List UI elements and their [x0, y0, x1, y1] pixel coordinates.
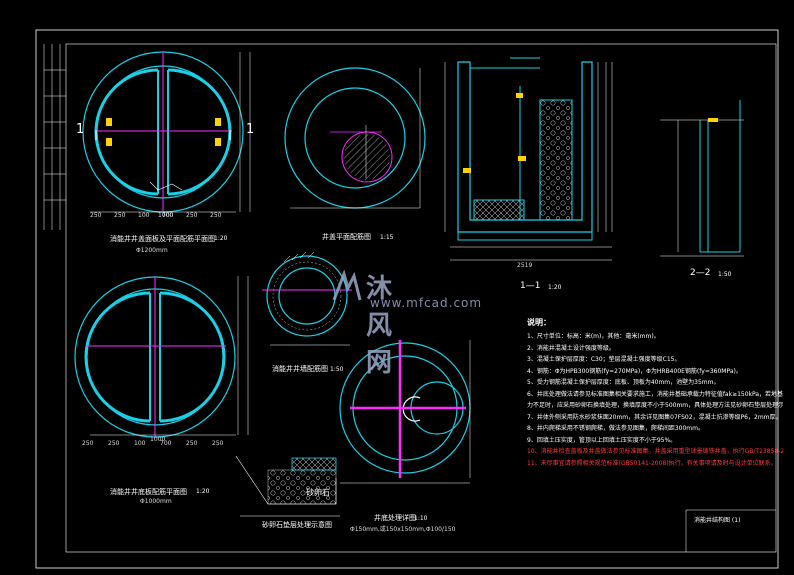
plan3-dim: 250: [82, 440, 94, 447]
plan4-scale: 1:50: [330, 366, 344, 373]
plan3-dim-total: 1000: [150, 436, 166, 443]
plan4-title: 消能井井墙配筋图: [272, 365, 328, 373]
plan1-title: 消能井井盖面板及平面配筋平面图: [110, 235, 215, 243]
outer-frame: [35, 29, 779, 569]
gravel-label: 砂卵石: [306, 488, 330, 497]
plan3-dim: 250: [212, 440, 224, 447]
plan-bottom-reinforcement: [74, 276, 249, 438]
design-notes: 说明： 1、尺寸单位：标高：米(m)，其他：毫米(mm)。 2、消能井混凝土设计强…: [527, 317, 783, 469]
plan1-dim: 250: [114, 212, 126, 219]
note-item: 5、受力钢筋混凝土保护层厚度：底板、顶板为40mm，池壁为35mm。: [527, 379, 720, 386]
note-item: 力不足时，应采用砂卵石换填处理，换填厚度不小于500mm，具体处理方法见砂卵石垫…: [527, 402, 783, 409]
note-item: 1、尺寸单位：标高：米(m)，其他：毫米(mm)。: [527, 333, 660, 340]
note-item: 4、钢筋：Φ为HPB300钢筋(fy=270MPa)，Φ为HRB400E钢筋(f…: [527, 367, 742, 375]
note-item: 10、消能井检查盖板及井盖做法参见标准图集，井盖采用重型球墨铸铁井盖，执行GB/…: [527, 448, 783, 455]
plan3-dim: 700: [160, 440, 172, 447]
note-item: 8、井内爬梯采用不锈钢爬梯，做法参见图集，爬梯间距300mm。: [527, 425, 704, 432]
plan-bottom-detail: [339, 340, 471, 484]
notes-list: 1、尺寸单位：标高：米(m)，其他：毫米(mm)。 2、消能井混凝土设计强度等级。…: [527, 331, 783, 469]
note-item: 7、井体外侧采用防水砂浆抹面20mm，其余详见图集07FS02，混凝土抗渗等级P…: [527, 413, 782, 421]
watermark-text: 沐风网: [366, 274, 395, 378]
plan3-title: 消能井井底板配筋平面图: [110, 488, 187, 496]
section-mark-right: 1: [246, 122, 255, 137]
note-item: 3、混凝土保护层厚度：C30；垫层混凝土强度等级C15。: [527, 356, 681, 363]
section-2-2-label: 2—2: [690, 268, 711, 278]
plan1-dim: 100: [138, 212, 150, 219]
plan1-dim: 250: [186, 212, 198, 219]
section-1-1-label: 1—1: [520, 281, 541, 291]
plan1-dim: 250: [90, 212, 102, 219]
plan5-title: 井底处理详图: [374, 514, 416, 522]
section-1-1-scale: 1:20: [548, 284, 562, 291]
title-block-text: 消能井结构图 (1): [694, 517, 741, 524]
plan5-scale: 1:10: [414, 515, 428, 522]
section-2-2-scale: 1:50: [718, 271, 732, 278]
plan3-subtitle: Φ1000mm: [140, 498, 172, 505]
binding-strip: [43, 44, 66, 230]
section-dim-mid: 2519: [517, 262, 533, 269]
plan5-subtitle: Φ150mm,或150x150mm,Φ100/150: [350, 526, 456, 533]
plan1-dim-total: 1000: [158, 212, 174, 219]
notes-heading: 说明：: [527, 318, 551, 327]
inner-frame: [65, 43, 777, 553]
plan1-dim: 700: [162, 212, 174, 219]
section-mark-left: 1: [76, 122, 85, 137]
note-item: 11、未尽事宜请参照相关规范标准(GB50141-2008)执行，有关事项请及时…: [527, 459, 777, 467]
watermark-logo-icon: [332, 270, 362, 301]
plan-cover-reinforcement: [82, 51, 251, 214]
section-2-2: [660, 100, 744, 257]
note-item: 9、回填土压实度，管顶以上回填土压实度不小于95%。: [527, 436, 677, 444]
plan2-scale: 1:15: [380, 234, 394, 241]
title-block: [685, 509, 776, 552]
gravel-detail: [235, 455, 340, 517]
plan1-scale: 1:20: [214, 235, 228, 242]
section-1-1: [444, 57, 613, 261]
plan2-title: 井盖平面配筋图: [322, 233, 371, 241]
plan3-dim: 250: [186, 440, 198, 447]
plan3-scale: 1:20: [196, 488, 210, 495]
plan3-dim: 100: [134, 440, 146, 447]
plan1-subtitle: Φ1200mm: [136, 247, 168, 254]
note-item: 2、消能井混凝土设计强度等级。: [527, 344, 615, 352]
note-item: 6、井底处理做法请参见标准图集相关要求施工，消能井基础承载力特征值fak≥150…: [527, 390, 783, 398]
watermark-url: www.mfcad.com: [370, 296, 483, 310]
plan-cover-top: [284, 67, 426, 209]
plan6-title: 砂卵石垫层处理示意图: [262, 521, 332, 529]
plan1-dim: 250: [210, 212, 222, 219]
plan3-dim: 250: [108, 440, 120, 447]
